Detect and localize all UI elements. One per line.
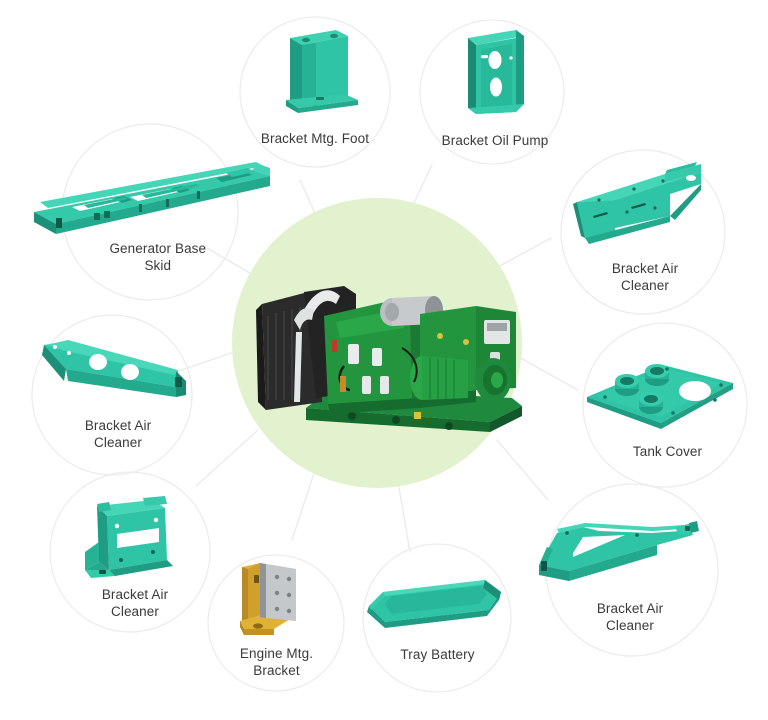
node-bracket-air-cleaner-left-bottom[interactable]: Bracket Air Cleaner	[55, 490, 215, 640]
bracket-air-cleaner-box-part-icon	[85, 496, 173, 578]
generator-set-image	[244, 280, 526, 450]
node-bracket-mtg-foot[interactable]: Bracket Mtg. Foot	[240, 20, 390, 170]
tray-battery-label: Tray Battery	[400, 647, 475, 662]
bracket-air-cleaner-long-part-icon	[539, 521, 699, 581]
bracket-air-cleaner-angle-art	[555, 160, 735, 255]
tray-battery-art	[355, 558, 520, 638]
bracket-oil-pump-part-icon	[468, 30, 524, 114]
connector-to-engine-mtg-bracket	[291, 469, 316, 541]
node-tray-battery[interactable]: Tray Battery	[355, 558, 520, 698]
node-bracket-air-cleaner-right-top[interactable]: Bracket Air Cleaner	[555, 160, 735, 310]
bracket-air-cleaner-angle-part-icon	[573, 162, 701, 244]
engine-mtg-bracket-part-icon	[240, 563, 296, 635]
tank-cover-part-icon	[587, 364, 733, 429]
bracket-mtg-foot-label: Bracket Mtg. Foot	[260, 131, 370, 146]
generator-set-illustration	[256, 286, 522, 432]
node-bracket-air-cleaner-right-bottom[interactable]: Bracket Air Cleaner	[525, 505, 735, 655]
bracket-mtg-foot-part-icon	[286, 30, 358, 113]
engine-mtg-bracket-art	[214, 555, 339, 643]
bracket-air-cleaner-wedge-art	[28, 325, 208, 415]
bracket-mtg-foot-art	[240, 20, 390, 120]
generator-base-skid-label: Generator Base Skid	[109, 241, 207, 273]
bracket-air-cleaner-right-top-label: Bracket Air Cleaner	[611, 261, 679, 293]
bracket-air-cleaner-long-art	[525, 505, 735, 600]
bracket-air-cleaner-right-bottom-label: Bracket Air Cleaner	[596, 601, 664, 633]
tank-cover-label: Tank Cover	[632, 444, 703, 459]
bracket-air-cleaner-wedge-part-icon	[42, 340, 186, 397]
node-engine-mtg-bracket[interactable]: Engine Mtg. Bracket	[214, 555, 339, 705]
node-tank-cover[interactable]: Tank Cover	[575, 345, 760, 485]
connector-to-tray-battery	[397, 481, 411, 553]
bracket-air-cleaner-left-mid-label: Bracket Air Cleaner	[84, 418, 152, 450]
tray-battery-part-icon	[367, 580, 501, 628]
node-bracket-oil-pump[interactable]: Bracket Oil Pump	[420, 22, 570, 172]
generator-base-skid-part-icon	[34, 162, 270, 234]
node-generator-base-skid[interactable]: Generator Base Skid	[20, 150, 285, 280]
bracket-oil-pump-art	[420, 22, 570, 122]
bracket-air-cleaner-box-art	[55, 490, 215, 585]
tank-cover-art	[575, 345, 760, 440]
generator-base-skid-art	[20, 150, 285, 240]
bracket-oil-pump-label: Bracket Oil Pump	[441, 133, 549, 148]
bracket-air-cleaner-left-bottom-label: Bracket Air Cleaner	[101, 587, 169, 619]
engine-mtg-bracket-label: Engine Mtg. Bracket	[239, 646, 314, 678]
node-bracket-air-cleaner-left-mid[interactable]: Bracket Air Cleaner	[28, 325, 208, 465]
